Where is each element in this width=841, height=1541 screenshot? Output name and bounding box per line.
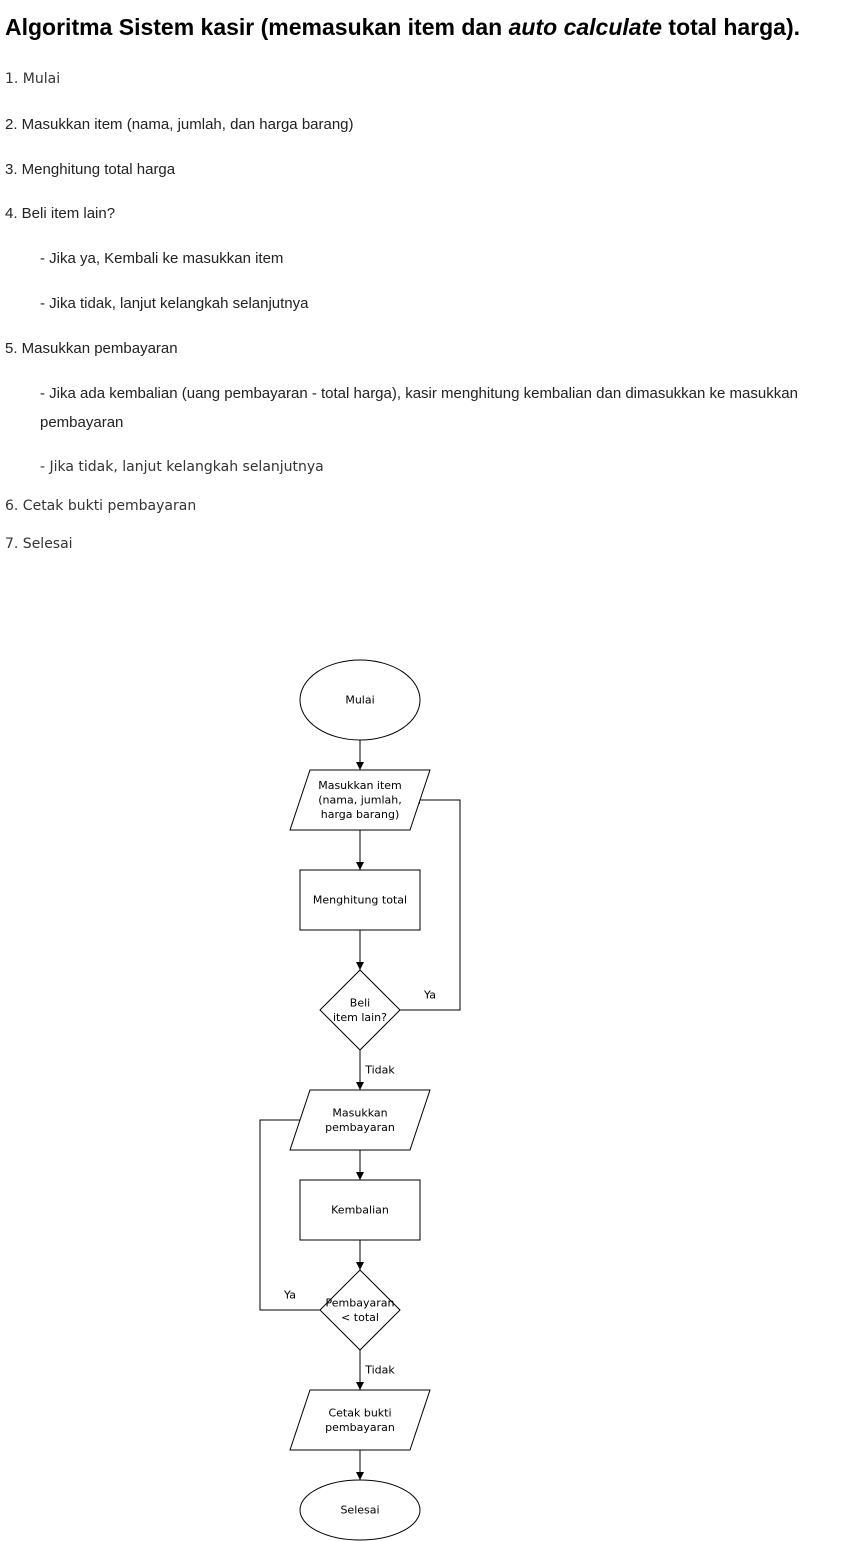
step-3: 3. Menghitung total harga [5,161,176,178]
flow-node-label: < total [341,1311,379,1324]
flow-node-label: (nama, jumlah, [318,794,401,807]
flow-node-input-item: Masukkan item (nama, jumlah,harga barang) [289,769,431,831]
flow-node-label: Pembayaran [326,1296,395,1309]
flow-node-label: Mulai [345,694,374,707]
flow-node-beli-lagi: Beli item lain? [319,969,401,1051]
flow-shape-cetak [289,1389,431,1451]
flow-node-label: Masukkan item [318,779,402,792]
flow-node-label: Selesai [340,1504,379,1517]
step-6: 6. Cetak bukti pembayaran [5,498,197,514]
flow-shape-start [299,659,421,741]
flow-shape-kembalian [299,1179,421,1241]
flow-node-label: Cetak bukti [328,1406,391,1419]
flow-shape-input-item [289,769,431,831]
flow-node-cetak: Cetak bukti pembayaran [289,1389,431,1451]
flow-node-label: Kembalian [331,1204,389,1217]
flow-shape-input-bayar [289,1089,431,1151]
flow-node-label: Menghitung total [313,894,407,907]
step-4-sub-no: - Jika tidak, lanjut kelangkah selanjutn… [40,295,309,312]
page-title: Algoritma Sistem kasir (memasukan item d… [5,14,800,41]
step-7: 7. Selesai [5,536,73,552]
flow-edge-cek-bayar-to-input-bayar [259,1116,320,1311]
title-text-end: total harga). [662,14,801,40]
flow-node-label: pembayaran [325,1421,395,1434]
flow-shape-end [299,1479,421,1541]
step-5: 5. Masukkan pembayaran [5,340,178,357]
step-2: 2. Masukkan item (nama, jumlah, dan harg… [5,116,354,133]
flow-edge-label: Tidak [364,1364,395,1377]
flow-node-input-bayar: Masukkan pembayaran [289,1089,431,1151]
flow-node-label: Beli [350,996,370,1009]
flow-node-start: Mulai [299,659,421,741]
flow-node-label: harga barang) [321,808,400,821]
flow-shape-hitung-total [299,869,421,931]
title-italic-text: auto calculate [508,14,663,40]
flow-edge-label: Ya [423,989,436,1002]
flow-edge-label: Ya [283,1289,296,1302]
flow-node-kembalian: Kembalian [299,1179,421,1241]
step-1: 1. Mulai [5,71,61,87]
step-4: 4. Beli item lain? [5,205,116,222]
step-5-sub-no: - Jika tidak, lanjut kelangkah selanjutn… [40,459,324,475]
step-5-sub-change: - Jika ada kembalian (uang pembayaran - … [40,385,798,431]
step-4-sub-yes: - Jika ya, Kembali ke masukkan item [40,250,284,267]
flow-node-cek-bayar: Pembayaran < total [319,1269,401,1351]
flow-shape-beli-lagi [319,969,401,1051]
title-text: Algoritma Sistem kasir (memasukan item d… [5,14,509,40]
flow-edge-label: Tidak [364,1064,395,1077]
flow-node-hitung-total: Menghitung total [299,869,421,931]
flow-node-label: Masukkan [332,1106,387,1119]
flow-shape-cek-bayar [319,1269,401,1351]
flow-node-end: Selesai [299,1479,421,1541]
flow-edge-beli-lagi-to-input-item [400,796,461,1011]
flow-node-label: item lain? [333,1011,387,1024]
flow-node-label: pembayaran [325,1121,395,1134]
